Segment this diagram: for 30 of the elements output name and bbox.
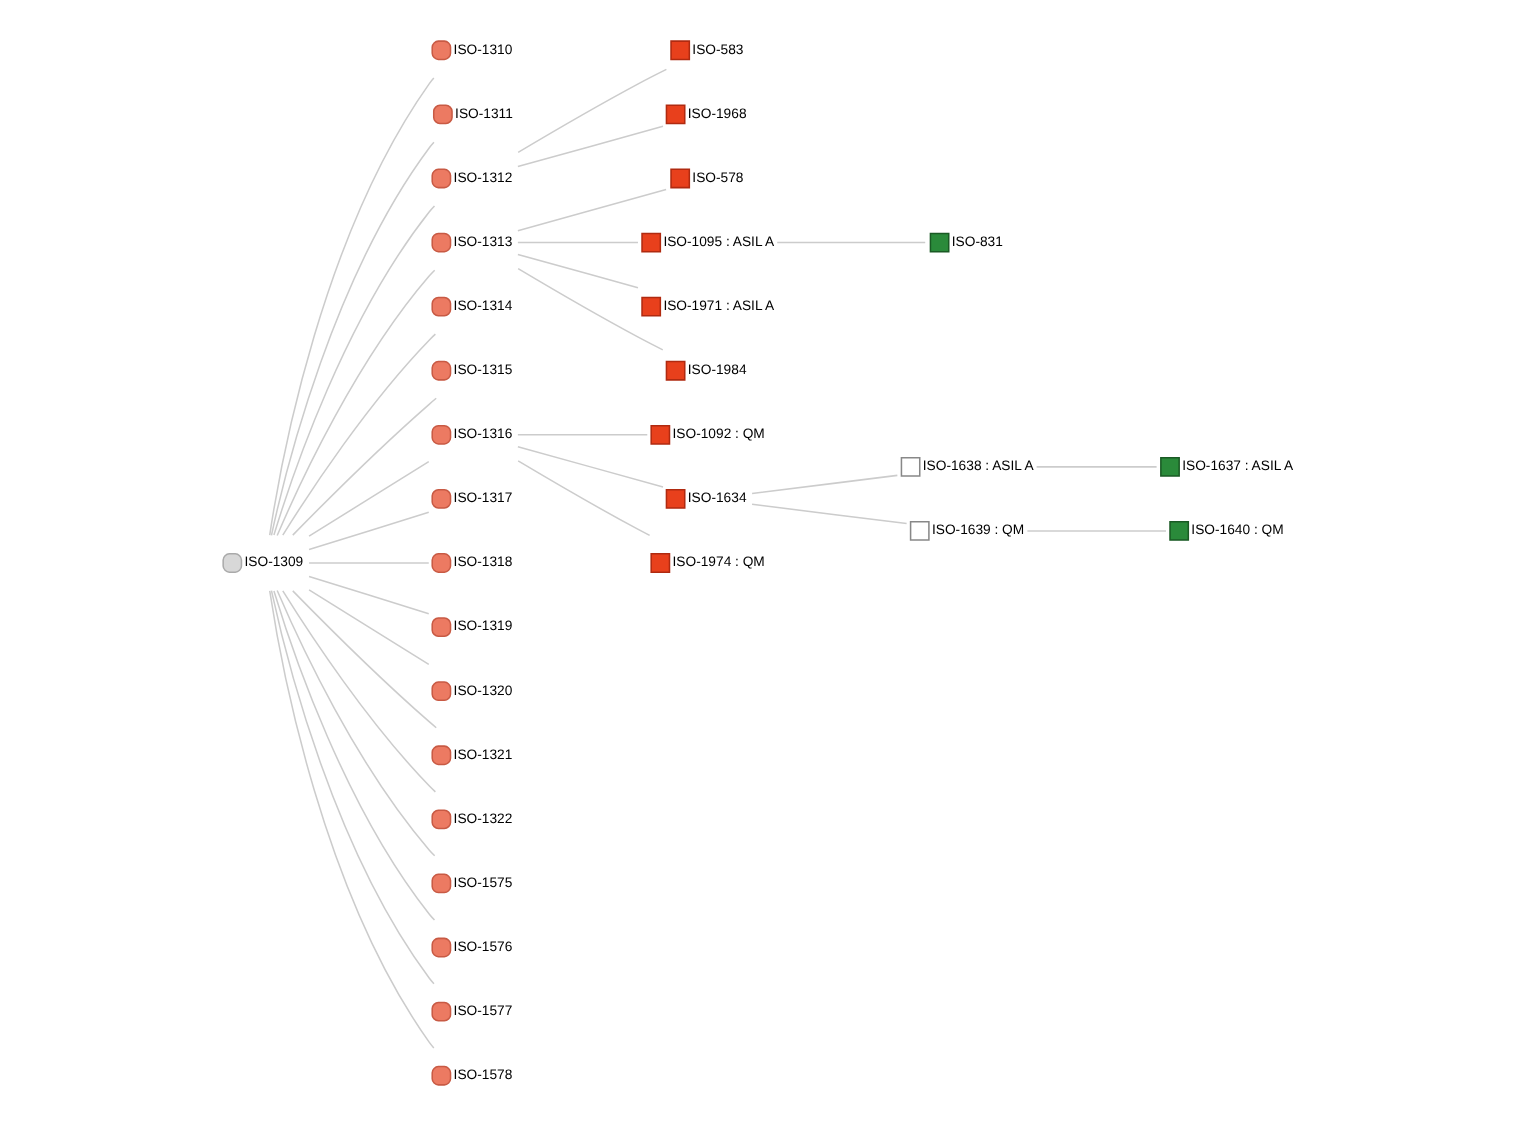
connector xyxy=(751,474,899,495)
connector xyxy=(268,77,435,536)
connector xyxy=(517,445,664,488)
connector xyxy=(308,575,430,615)
connector xyxy=(268,590,435,1049)
connector xyxy=(276,589,436,857)
connector xyxy=(517,253,639,289)
connector xyxy=(270,141,435,537)
connector xyxy=(270,589,435,985)
connector xyxy=(308,589,430,666)
connector xyxy=(308,511,430,551)
connector xyxy=(517,434,649,436)
connector xyxy=(273,590,436,921)
connector xyxy=(282,333,437,536)
connector xyxy=(517,241,639,244)
connector xyxy=(1035,466,1158,468)
connector xyxy=(292,590,437,729)
connector xyxy=(292,397,437,536)
connector xyxy=(776,241,926,244)
connector xyxy=(517,125,664,168)
connector xyxy=(751,503,908,525)
connector xyxy=(276,269,436,537)
connector xyxy=(308,562,430,564)
connector xyxy=(517,68,668,154)
connector xyxy=(273,205,436,536)
connector xyxy=(282,590,437,793)
connector xyxy=(308,460,430,537)
connector xyxy=(517,460,651,537)
connector xyxy=(517,188,667,232)
connector xyxy=(1026,530,1167,532)
